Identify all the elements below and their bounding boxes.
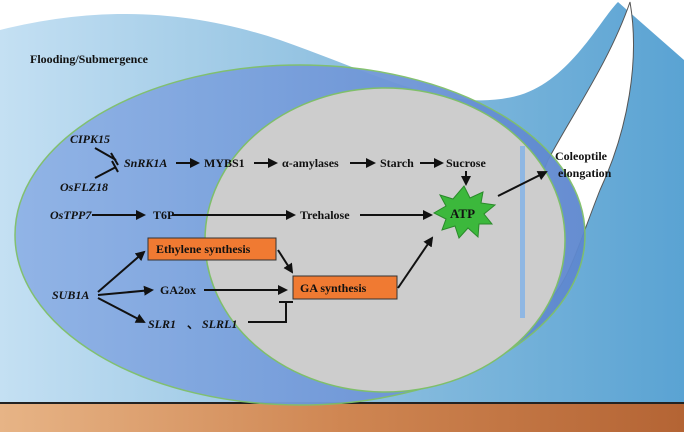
node-amylases: α-amylases xyxy=(282,156,339,170)
slr-inhibition xyxy=(248,301,293,323)
ethylene-box xyxy=(147,237,277,261)
node-mybs1: MYBS1 xyxy=(204,156,245,170)
node-osflz18: OsFLZ18 xyxy=(60,180,108,194)
soil-layer xyxy=(0,403,684,432)
node-atp: ATP xyxy=(450,206,475,221)
node-slrl1: SLRL1 xyxy=(202,317,237,331)
node-ga2ox: GA2ox xyxy=(160,283,196,297)
node-t6p: T6P xyxy=(153,208,174,222)
membrane-bar xyxy=(520,146,525,318)
inhibition-connectors xyxy=(94,147,119,179)
atp-burst xyxy=(432,185,497,239)
node-separator: 、 xyxy=(187,317,199,331)
title: Flooding/Submergence xyxy=(30,52,149,66)
node-slr1: SLR1 xyxy=(148,317,176,331)
node-sucrose: Sucrose xyxy=(446,156,486,170)
node-sub1a: SUB1A xyxy=(52,288,89,302)
node-starch: Starch xyxy=(380,156,414,170)
outcome-label-line2: elongation xyxy=(558,166,612,180)
pathway-arrows xyxy=(92,158,548,323)
node-ga-synthesis: GA synthesis xyxy=(300,281,367,295)
ga-synthesis-box xyxy=(292,275,398,300)
outcome-label-line1: Coleoptile xyxy=(555,149,608,163)
node-trehalose: Trehalose xyxy=(300,208,350,222)
node-cipk15: CIPK15 xyxy=(70,132,110,146)
node-ethylene: Ethylene synthesis xyxy=(156,242,251,256)
node-snrk1a: SnRK1A xyxy=(124,156,167,170)
node-ostpp7: OsTPP7 xyxy=(50,208,92,222)
